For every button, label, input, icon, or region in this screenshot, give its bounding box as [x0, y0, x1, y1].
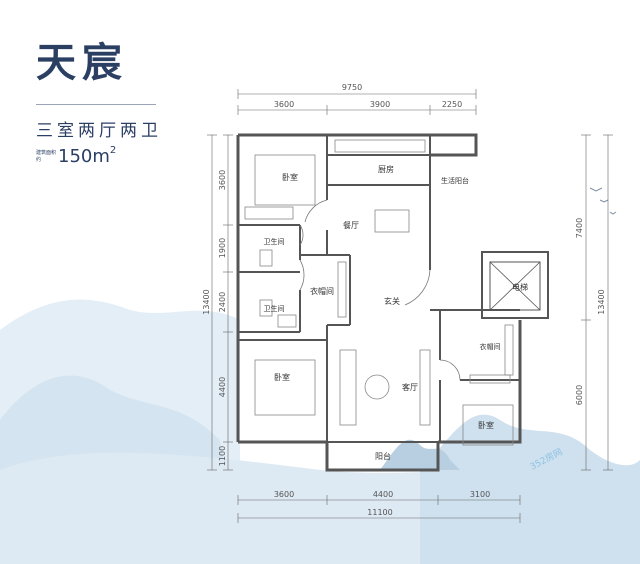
dining-table [374, 209, 410, 233]
room-bedroom-right: 卧室 [478, 420, 494, 430]
dim-left-seg-3: 2400 [218, 292, 227, 312]
closet-rail-right [504, 324, 514, 376]
dim-left-seg-5: 1100 [218, 446, 227, 466]
dim-left-seg-2: 1900 [218, 238, 227, 258]
wardrobe-top [244, 206, 294, 220]
dim-right-bottom: 6000 [575, 385, 584, 405]
room-entry: 玄关 [384, 296, 400, 306]
dim-right-total: 13400 [597, 289, 606, 314]
area-unit-superscript: 2 [109, 145, 117, 156]
mountain-right [420, 414, 640, 564]
room-living: 客厅 [402, 382, 418, 392]
toilet-icon [259, 299, 273, 317]
bird-icon [609, 211, 617, 215]
title-divider [36, 104, 156, 105]
room-dining: 餐厅 [343, 221, 359, 230]
bed-top [254, 154, 316, 206]
room-utility-balcony: 生活阳台 [441, 176, 469, 185]
bird-icon [589, 187, 603, 192]
dim-bottom-seg-3: 3100 [470, 490, 490, 499]
dim-bottom-seg-2: 4400 [373, 490, 393, 499]
elevator-shaft [481, 251, 549, 319]
left-dimensions [207, 134, 233, 471]
room-elevator: 电梯 [512, 282, 528, 292]
dim-bottom-seg-1: 3600 [274, 490, 294, 499]
sofa-icon [339, 349, 357, 426]
layout-subtitle: 三室两厅两卫 [36, 121, 162, 141]
room-bath-1: 卫生间 [264, 237, 285, 246]
dim-top-seg-2: 3900 [370, 100, 390, 109]
dim-bottom-total: 11100 [367, 508, 392, 517]
dim-top-total: 9750 [342, 83, 362, 92]
area-number: 150m [58, 146, 110, 167]
closet-rail [337, 261, 347, 318]
dim-top-seg-1: 3600 [274, 100, 294, 109]
dim-left-seg-1: 3600 [218, 170, 227, 190]
right-dimensions [581, 134, 613, 471]
room-closet-left: 衣帽间 [310, 286, 334, 296]
kitchen-counter [334, 139, 426, 153]
watermark: 352房网 [528, 446, 565, 473]
area-label: 建筑面积约 [36, 150, 57, 163]
dim-top-seg-3: 2250 [442, 100, 462, 109]
exterior-walls [236, 133, 522, 472]
bottom-dimensions [237, 495, 521, 523]
room-bedroom-top: 卧室 [282, 172, 298, 182]
bird-icon [599, 199, 609, 203]
toilet-icon [259, 249, 273, 267]
coffee-table-icon [364, 374, 390, 400]
room-bedroom-left: 卧室 [274, 372, 290, 382]
top-dimensions [237, 89, 477, 115]
page-title: 天宸 [36, 39, 128, 86]
dim-right-top: 7400 [575, 218, 584, 238]
room-closet-right: 衣帽间 [480, 342, 501, 351]
mountain-center [380, 439, 460, 470]
area-value: 150m2 [58, 145, 117, 167]
bathtub-icon [277, 314, 297, 328]
dim-left-total: 13400 [202, 289, 211, 314]
bed-left [254, 359, 316, 416]
interior-walls [238, 135, 520, 443]
bed-right [462, 404, 514, 446]
room-kitchen: 厨房 [378, 164, 394, 174]
tv-cabinet-icon [419, 349, 431, 426]
dim-left-seg-4: 4400 [218, 377, 227, 397]
room-bath-2: 卫生间 [264, 304, 285, 313]
wardrobe-right [469, 374, 511, 384]
room-balcony: 阳台 [375, 451, 391, 461]
door-swings [299, 199, 461, 381]
furniture [244, 139, 514, 446]
